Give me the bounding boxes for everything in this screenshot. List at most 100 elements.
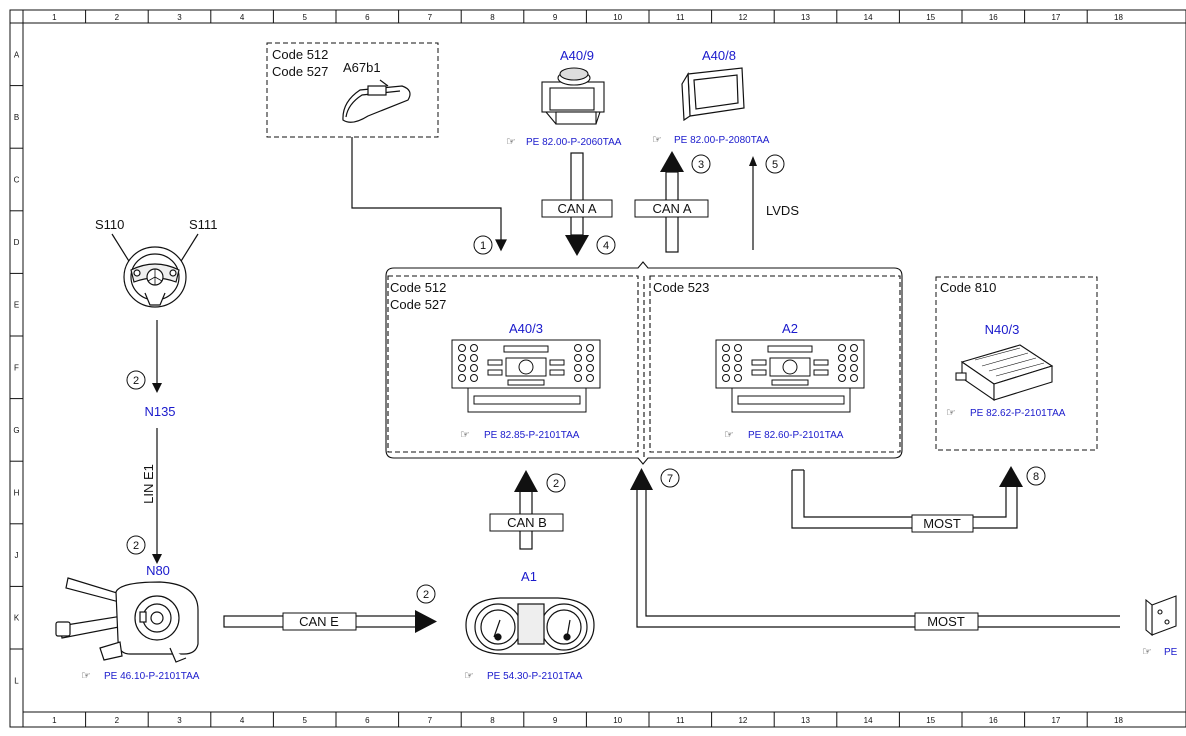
most-right-label: MOST — [927, 614, 965, 629]
row-letter: D — [14, 238, 20, 247]
column-number: 4 — [240, 13, 245, 22]
marker-7: 7 — [660, 468, 680, 488]
column-number: 13 — [801, 716, 810, 725]
reference-hand-icon: ☞ — [460, 429, 470, 441]
svg-text:2: 2 — [133, 375, 139, 387]
row-letter: A — [14, 50, 20, 59]
column-number: 1 — [52, 716, 57, 725]
row-letter: E — [14, 301, 19, 310]
column-number: 16 — [989, 13, 998, 22]
n80-ref: ☞ PE 46.10-P-2101TAA — [81, 670, 200, 682]
s110-label: S110 — [95, 217, 124, 232]
svg-text:3: 3 — [698, 159, 704, 171]
mirror-group: Code 512 Code 527 A67b1 — [266, 42, 439, 138]
amplifier-icon — [955, 344, 1054, 402]
mirror-code-2: Code 527 — [272, 64, 328, 79]
a2-ref-text: PE 82.60-P-2101TAA — [748, 430, 844, 441]
column-number: 11 — [676, 13, 685, 22]
n135-label: N135 — [144, 404, 175, 419]
column-number: 17 — [1051, 13, 1060, 22]
steer-to-n135-line — [152, 320, 162, 393]
a403-ref: ☞ PE 82.85-P-2101TAA — [460, 429, 580, 441]
a2-code: Code 523 — [653, 280, 709, 295]
a403-ref-text: PE 82.85-P-2101TAA — [484, 430, 580, 441]
controller-icon — [541, 67, 605, 125]
most-right-line: MOST — [630, 468, 1120, 631]
marker-3: 3 — [691, 154, 711, 174]
column-number: 10 — [613, 13, 622, 22]
instrument-cluster-icon — [465, 597, 595, 655]
column-number: 12 — [738, 716, 747, 725]
row-letter: H — [14, 489, 20, 498]
n403-ref-text: PE 82.62-P-2101TAA — [970, 408, 1066, 419]
row-letter: B — [14, 113, 19, 122]
svg-text:1: 1 — [480, 240, 486, 252]
reference-hand-icon: ☞ — [1142, 646, 1152, 658]
a2-ref: ☞ PE 82.60-P-2101TAA — [724, 429, 844, 441]
can-b-label: CAN B — [507, 515, 547, 530]
mirror-to-unit-line — [351, 137, 507, 252]
column-number: 5 — [302, 13, 307, 22]
column-number: 18 — [1114, 13, 1123, 22]
n403-group: Code 810 N40/3 ☞ PE 82.62-P-2101TAA — [935, 276, 1098, 451]
a403-group: Code 512 Code 527 A40/3 ☞ PE 82.85-P-210… — [390, 280, 601, 441]
marker-8: 8 — [1026, 466, 1046, 486]
can-a-up-label: CAN A — [652, 201, 691, 216]
marker-5: 5 — [765, 154, 785, 174]
a1-group: A1 ☞ PE 54.30-P-2101TAA — [464, 569, 595, 682]
head-unit-bracket — [385, 261, 903, 465]
reference-hand-icon: ☞ — [506, 136, 516, 148]
reference-hand-icon: ☞ — [652, 134, 662, 146]
a2-group: Code 523 A2 ☞ PE 82.60-P-2101TAA — [653, 280, 865, 441]
column-number: 2 — [115, 716, 120, 725]
column-number: 18 — [1114, 716, 1123, 725]
steering-column-module-icon — [55, 577, 199, 663]
column-number: 5 — [302, 716, 307, 725]
a1-ref-text: PE 54.30-P-2101TAA — [487, 671, 583, 682]
n403-code: Code 810 — [940, 280, 996, 295]
column-number: 14 — [864, 716, 873, 725]
a408-group: A40/8 ☞ PE 82.00-P-2080TAA — [652, 48, 770, 146]
n80-group: ☞ PE 46.10-P-2101TAA — [55, 577, 200, 682]
column-number: 12 — [738, 13, 747, 22]
column-number: 3 — [177, 716, 182, 725]
marker-2-n80: 2 — [126, 535, 146, 555]
rearview-mirror-icon — [342, 79, 411, 123]
mirror-code-1: Code 512 — [272, 47, 328, 62]
column-number: 10 — [613, 716, 622, 725]
row-letter: C — [14, 176, 20, 185]
reference-hand-icon: ☞ — [724, 429, 734, 441]
a403-label: A40/3 — [509, 321, 543, 336]
can-e-label: CAN E — [299, 614, 339, 629]
column-number: 14 — [864, 13, 873, 22]
most-n403-label: MOST — [923, 516, 961, 531]
svg-text:5: 5 — [772, 159, 778, 171]
svg-text:2: 2 — [553, 478, 559, 490]
row-letter: L — [14, 676, 19, 685]
edge-ref-text: PE — [1164, 647, 1178, 658]
column-number: 11 — [676, 716, 685, 725]
svg-text:7: 7 — [667, 473, 673, 485]
a409-ref: ☞ PE 82.00-P-2060TAA — [506, 136, 622, 148]
row-letter: K — [14, 614, 20, 623]
circled-markers: 1 4 3 5 2 2 2 2 7 8 — [126, 154, 1046, 604]
reference-hand-icon: ☞ — [464, 670, 474, 682]
can-a-up-arrow: CAN A — [634, 151, 709, 253]
row-letter: F — [14, 363, 19, 372]
edge-component-group: ☞ PE — [1142, 595, 1178, 658]
column-number: 1 — [52, 13, 57, 22]
column-number: 15 — [926, 716, 935, 725]
svg-text:8: 8 — [1033, 471, 1039, 483]
a408-ref-text: PE 82.00-P-2080TAA — [674, 135, 770, 146]
edge-module-icon — [1145, 595, 1177, 637]
column-number: 8 — [490, 13, 495, 22]
column-number: 9 — [553, 716, 558, 725]
column-number: 16 — [989, 716, 998, 725]
lvds-arrow: LVDS — [749, 156, 799, 250]
can-e-arrow: CAN E — [223, 610, 437, 633]
steering-wheel-icon — [111, 233, 199, 308]
row-letter: G — [13, 426, 19, 435]
column-number: 3 — [177, 13, 182, 22]
